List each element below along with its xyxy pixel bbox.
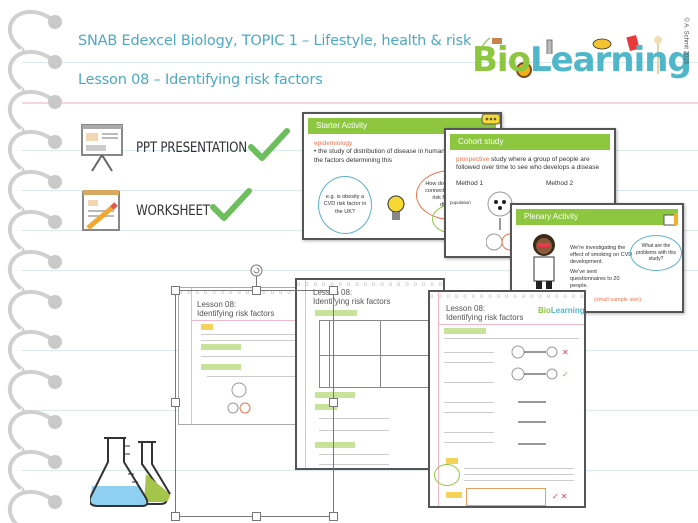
notepad-pencil-icon bbox=[82, 190, 120, 231]
worksheet-page-2: oooooooooooooooooooooo Lesson 08: Identi… bbox=[295, 278, 445, 470]
spiral-binding-icon bbox=[7, 9, 62, 523]
lesson-title: Lesson 08 – Identifying risk factors bbox=[78, 72, 323, 88]
resize-handle[interactable] bbox=[329, 398, 338, 407]
worksheet-title: Lesson 08: Identifying risk factors bbox=[446, 304, 524, 323]
copyright-notice: © A. Schmit 2018 bbox=[682, 17, 688, 64]
biolearning-logo: BioLearning © A. Schmit 2018 bbox=[472, 18, 692, 90]
slide-heading: Cohort study bbox=[450, 134, 610, 150]
feature-worksheet: WORKSHEET bbox=[80, 188, 223, 234]
plenary-text-2: We've sent questionnaires to 20 people. bbox=[570, 269, 620, 290]
plenary-text-1: We're investigating the effect of smokin… bbox=[570, 245, 633, 266]
resize-handle[interactable] bbox=[252, 286, 261, 295]
ws-ring-holes: oooooooooooooooooooooo bbox=[430, 294, 584, 300]
method-2-label: Method 2 bbox=[546, 180, 574, 187]
lab-flasks-icon bbox=[90, 437, 171, 507]
feature-label: WORKSHEET bbox=[136, 203, 210, 219]
check-icon bbox=[248, 128, 290, 161]
logo-wordmark: BioLearning bbox=[472, 40, 692, 80]
resize-handle[interactable] bbox=[171, 398, 180, 407]
svg-text:✕: ✕ bbox=[562, 348, 569, 357]
presentation-board-icon bbox=[81, 124, 123, 172]
slide-heading: Plenary Activity bbox=[516, 209, 678, 225]
resize-handle[interactable] bbox=[329, 286, 338, 295]
ruled-line bbox=[22, 270, 698, 271]
term-epidemiology: epidemiology bbox=[314, 140, 353, 147]
check-icon bbox=[210, 188, 252, 221]
rotate-handle-icon[interactable] bbox=[250, 264, 263, 277]
plenary-answer: (small sample size) bbox=[594, 297, 642, 303]
biology-doodles-icon bbox=[478, 34, 662, 78]
homework-box bbox=[466, 488, 546, 506]
worksheet-title: Lesson 08: Identifying risk factors bbox=[313, 288, 391, 307]
worksheet-title: Lesson 08: Identifying risk factors bbox=[197, 300, 275, 319]
lightbulb-icon bbox=[387, 195, 405, 220]
resize-handle[interactable] bbox=[329, 512, 338, 521]
ruled-line-accent bbox=[22, 102, 698, 104]
chat-bubble-icon bbox=[481, 114, 500, 125]
feature-label: PPT PRESENTATION bbox=[136, 140, 247, 156]
ruled-line bbox=[22, 470, 698, 471]
course-title: SNAB Edexcel Biology, TOPIC 1 – Lifestyl… bbox=[78, 33, 472, 49]
method-1-label: Method 1 bbox=[456, 180, 484, 187]
ruled-line bbox=[22, 62, 698, 63]
cross-icon: ✓ ✕ bbox=[552, 492, 568, 501]
worksheet-page-3: oooooooooooooooooooooo Lesson 08: Identi… bbox=[428, 290, 586, 508]
scientist-icon bbox=[533, 234, 555, 289]
resize-handle[interactable] bbox=[171, 512, 180, 521]
definition-text: • the study of distribution of disease i… bbox=[314, 148, 493, 164]
ws-ring-holes: ooooooooooooooooooooooooooooo bbox=[179, 290, 375, 296]
svg-text:✓: ✓ bbox=[562, 370, 569, 379]
thumbs-up-icon bbox=[663, 213, 678, 226]
speech-bubble: What are the problems with this study? bbox=[630, 235, 682, 271]
resize-handle[interactable] bbox=[171, 286, 180, 295]
resize-handle[interactable] bbox=[252, 512, 261, 521]
bias-diagram-icon: ✕ ✓ bbox=[511, 345, 569, 445]
speech-bubble bbox=[434, 464, 460, 486]
ws-logo: BioLearning bbox=[538, 306, 585, 315]
feature-ppt-presentation: PPT PRESENTATION bbox=[80, 123, 266, 173]
comparison-table bbox=[319, 320, 443, 388]
speech-bubble: e.g. is obesity a CVD risk factor in the… bbox=[318, 176, 372, 234]
ws-ring-holes: oooooooooooooooooooooo bbox=[297, 282, 443, 288]
